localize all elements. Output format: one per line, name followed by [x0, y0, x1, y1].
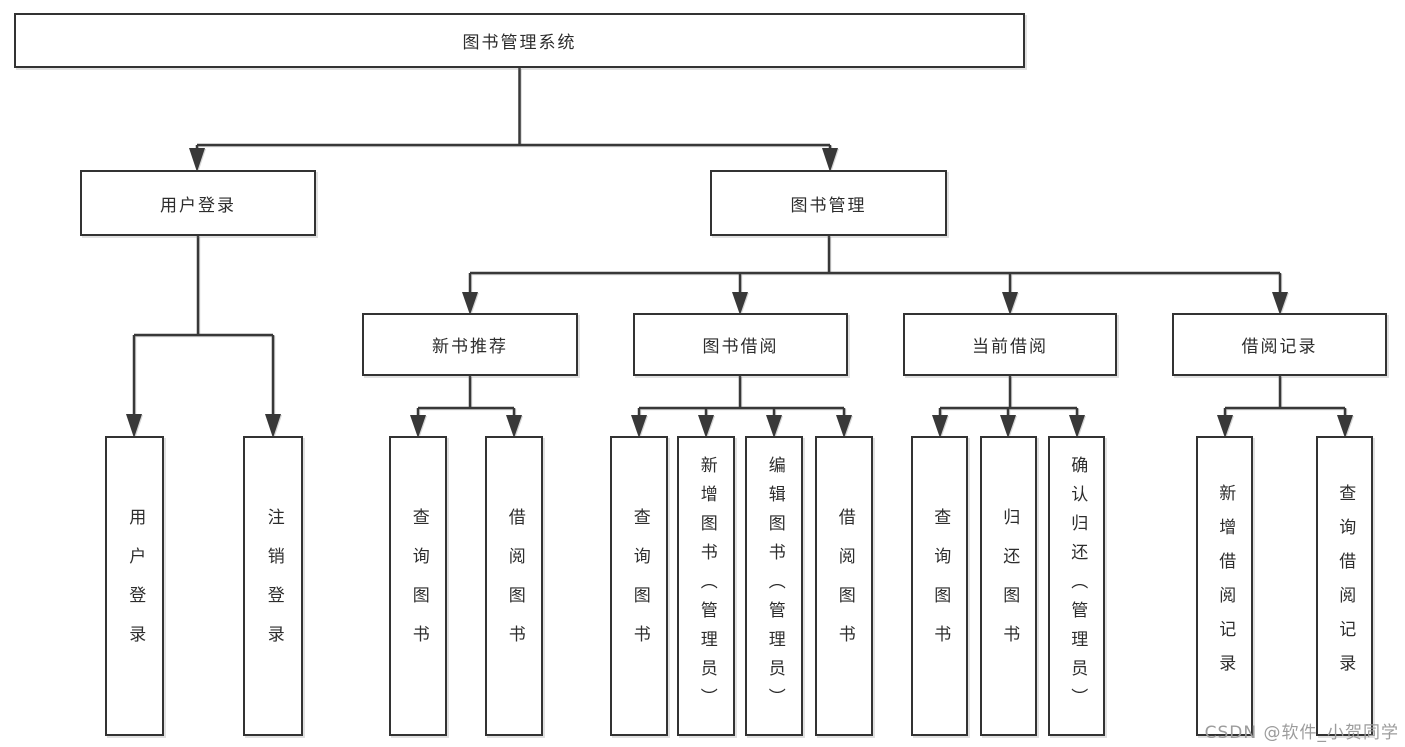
- csdn-watermark: CSDN @软件_小贺同学: [1204, 723, 1399, 743]
- arrowheads: [126, 148, 1353, 438]
- edge-login-to-leaves: [132, 236, 275, 419]
- edge-group-current: [938, 376, 1079, 421]
- leaf-add-borrow-record: 新增借阅记录: [1196, 436, 1253, 736]
- leaf-add-book-admin: 新增图书（管理员）: [677, 436, 735, 736]
- edge-group-borrow: [637, 376, 846, 421]
- edge-manage-to-groups: [468, 236, 1282, 296]
- edge-group-newbook: [416, 376, 516, 421]
- leaf-logout: 注销登录: [243, 436, 303, 736]
- leaf-borrow-book-recommend: 借阅图书: [485, 436, 543, 736]
- edge-root-to-level2: [195, 68, 832, 152]
- node-user-login: 用户登录: [80, 170, 316, 236]
- leaf-borrow-book: 借阅图书: [815, 436, 873, 736]
- node-book-borrow: 图书借阅: [633, 313, 848, 376]
- edge-group-records: [1223, 376, 1347, 421]
- node-book-management: 图书管理: [710, 170, 947, 236]
- node-new-book-recommend: 新书推荐: [362, 313, 578, 376]
- leaf-query-books-current: 查询图书: [911, 436, 968, 736]
- node-borrow-records: 借阅记录: [1172, 313, 1387, 376]
- leaf-confirm-return-admin: 确认归还（管理员）: [1048, 436, 1105, 736]
- leaf-edit-book-admin: 编辑图书（管理员）: [745, 436, 803, 736]
- leaf-query-books-borrow: 查询图书: [610, 436, 668, 736]
- leaf-query-books-recommend: 查询图书: [389, 436, 447, 736]
- leaf-return-book: 归还图书: [980, 436, 1037, 736]
- node-current-borrow: 当前借阅: [903, 313, 1117, 376]
- node-root: 图书管理系统: [14, 13, 1025, 68]
- leaf-query-borrow-record: 查询借阅记录: [1316, 436, 1373, 736]
- leaf-user-login: 用户登录: [105, 436, 164, 736]
